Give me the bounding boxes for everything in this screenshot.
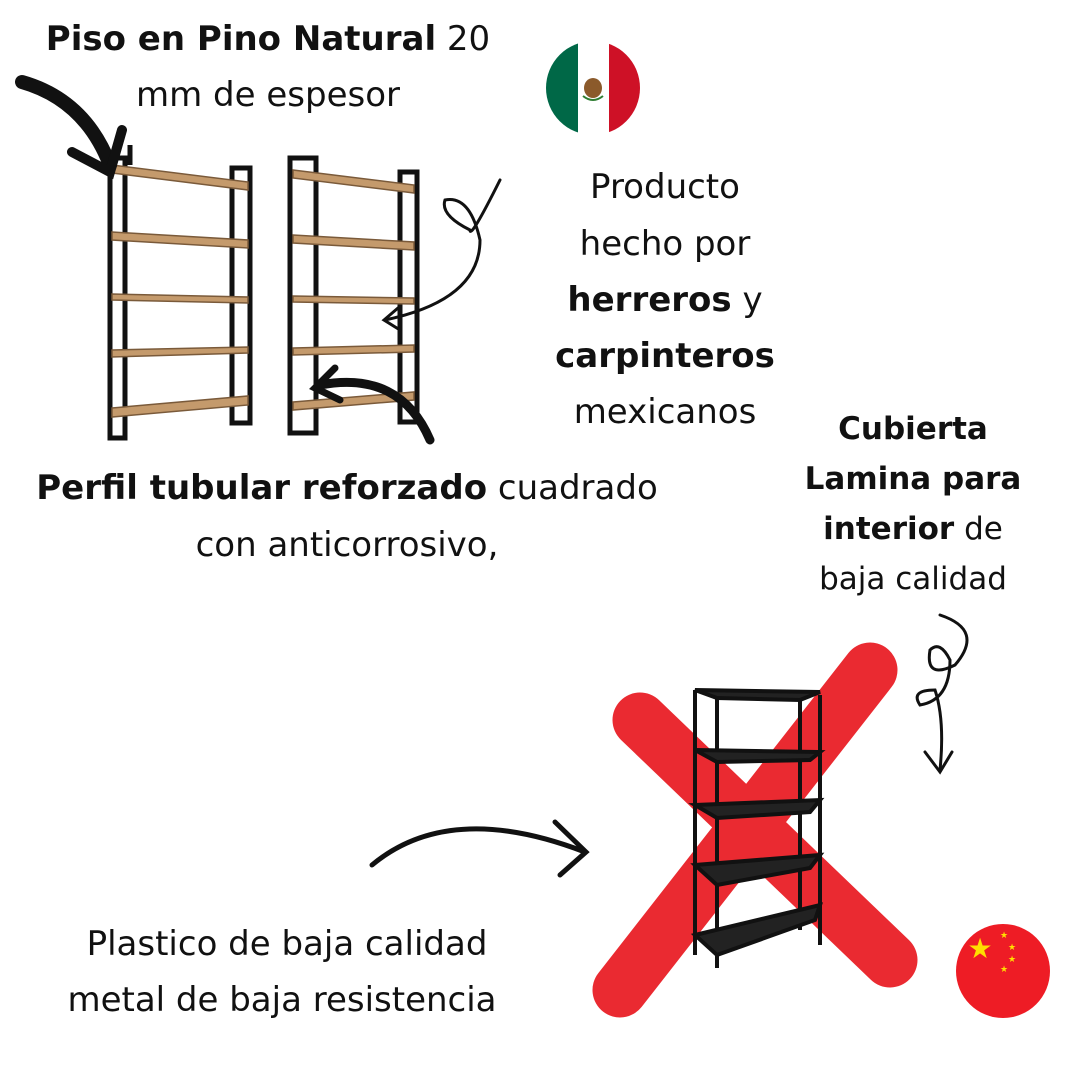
bottom-line2: metal de baja resistencia [67,980,497,1020]
curly-down-arrow-icon [915,613,969,772]
mexican-shelf-2 [287,155,420,436]
arrow-to-wood-icon [15,75,117,172]
arrow-to-frame-icon [315,377,435,445]
china-flag-icon: ★ ★ ★ ★ ★ [956,924,1050,1018]
profile-text-line1: Perfil tubular reforzado cuadrado [36,468,658,508]
arrows [15,75,969,878]
cheap-metal-shelf [688,688,826,968]
cover-line2: Lamina para [804,461,1022,497]
cover-line3: interior de [823,511,1003,547]
made-by-line2: hecho por [579,224,751,264]
svg-text:★: ★ [1000,965,1008,975]
svg-text:★: ★ [1000,931,1008,941]
made-by-line3: herreros y [567,280,763,320]
wood-thickness-text: mm de espesor [136,75,400,115]
red-cross-mark [592,642,918,1018]
svg-text:★: ★ [967,932,992,965]
made-by-line4: carpinteros [555,336,775,376]
svg-text:★: ★ [1008,955,1016,965]
mexico-flag-icon [546,41,640,135]
made-by-line5: mexicanos [573,392,757,432]
mexican-shelf-1 [107,145,253,441]
wood-floor-title: Piso en Pino Natural 20 [45,19,491,59]
bottom-line1: Plastico de baja calidad [86,924,488,964]
curly-arrow-icon [383,178,502,322]
profile-text-line2: con anticorrosivo, [195,525,499,565]
cover-line4: baja calidad [819,561,1007,597]
made-by-line1: Producto [590,167,740,207]
arrow-to-cheap-shelf-icon [369,826,588,868]
cover-line1: Cubierta [838,411,988,447]
svg-text:★: ★ [1008,943,1016,953]
